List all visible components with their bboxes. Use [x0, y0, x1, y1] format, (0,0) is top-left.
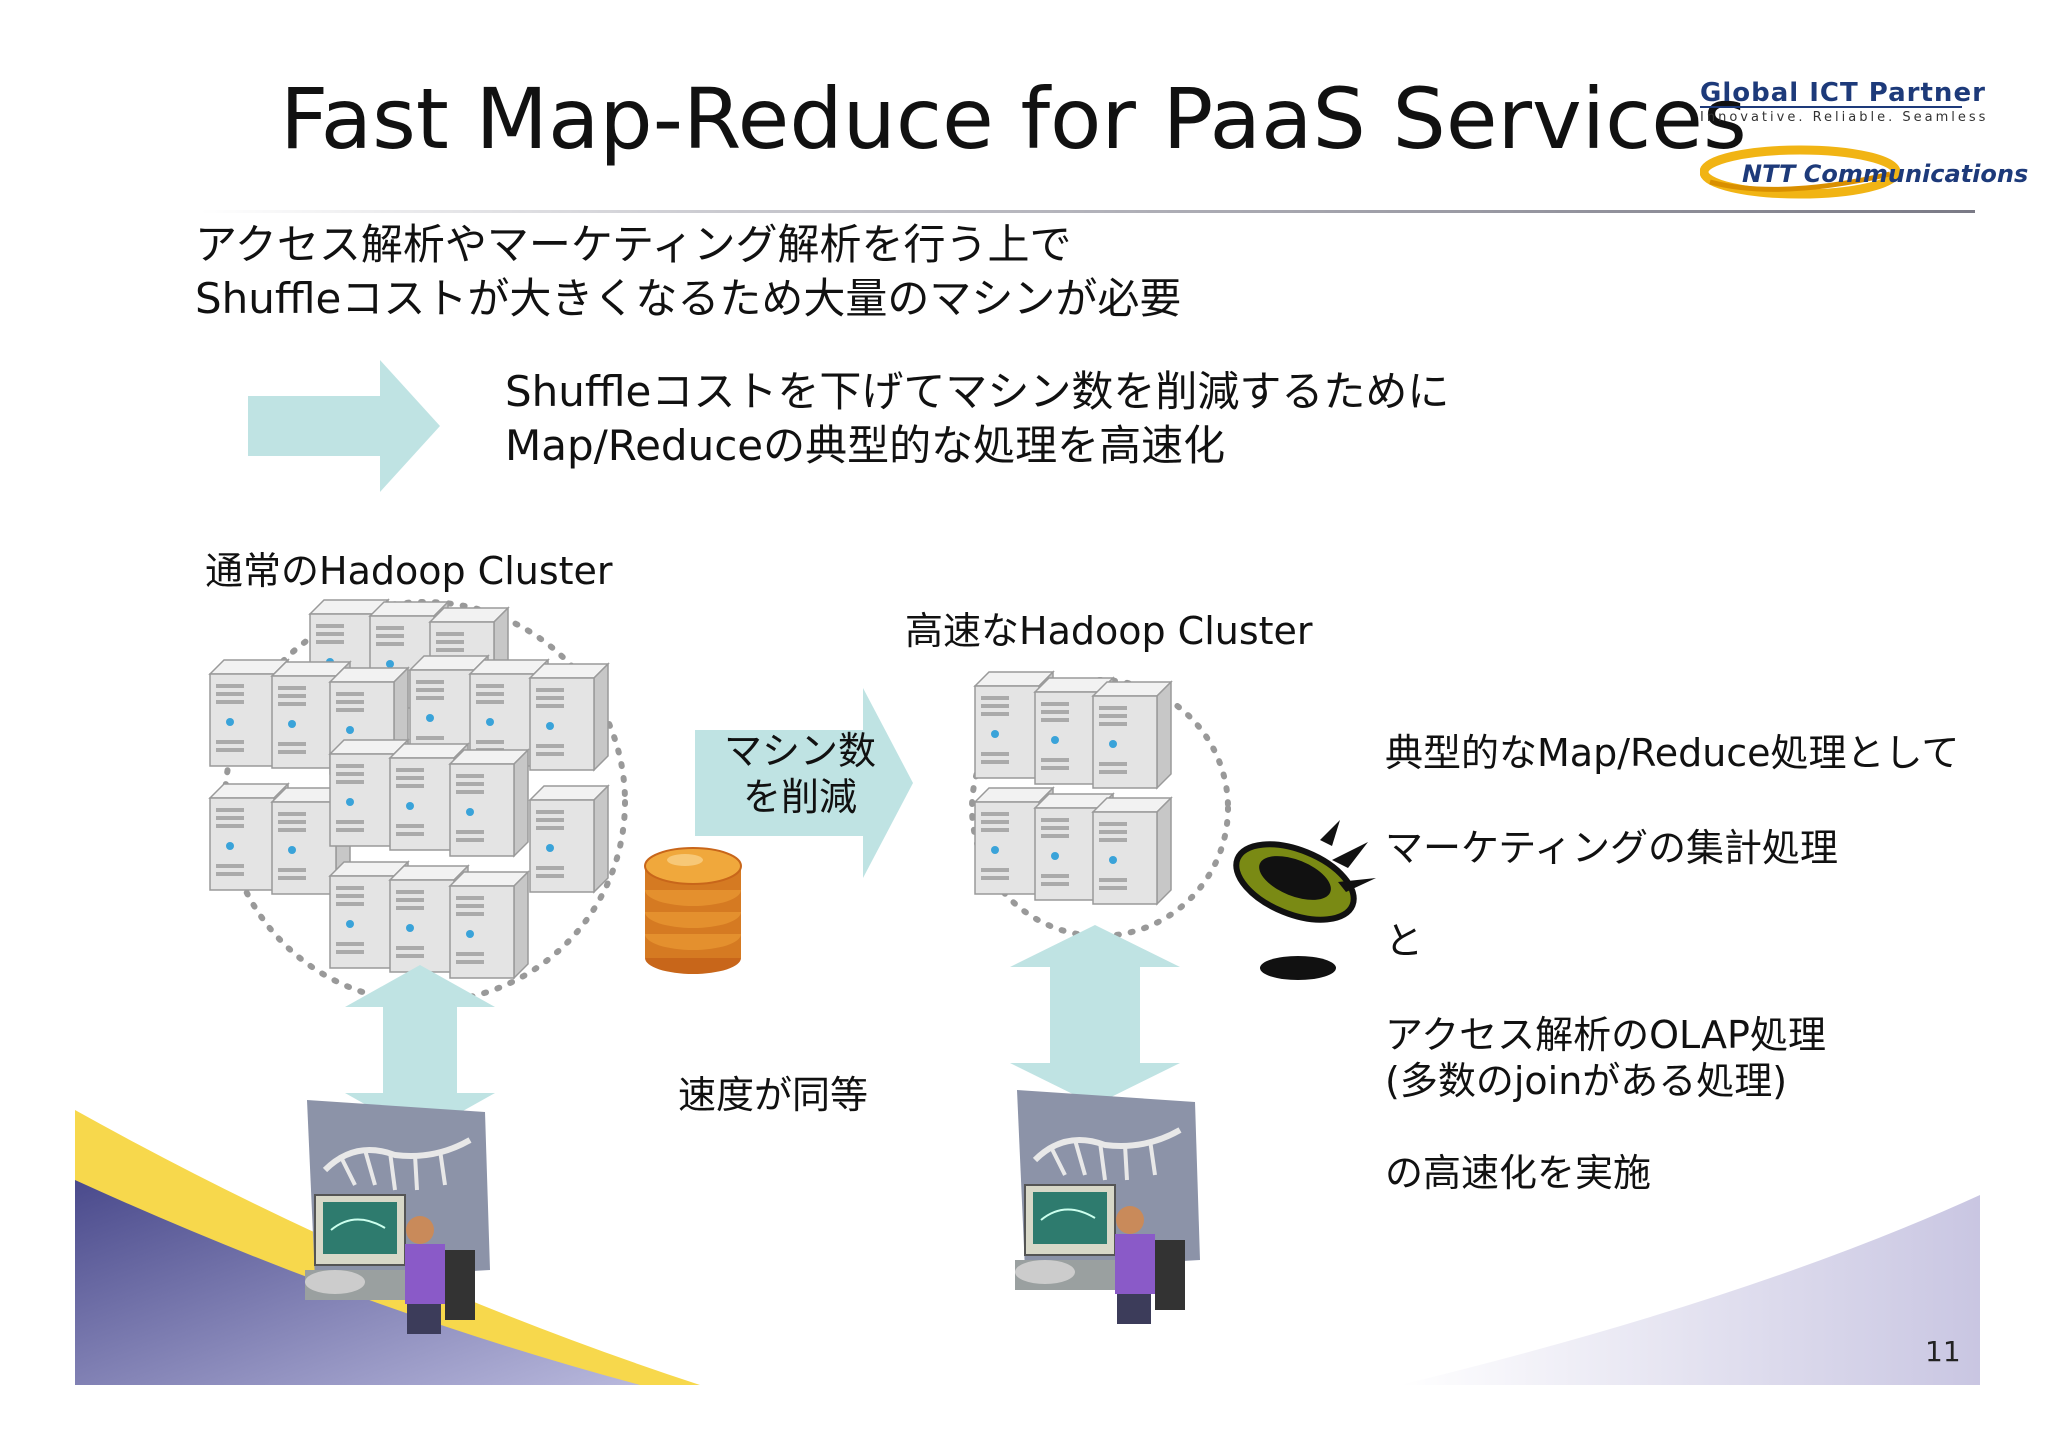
solution-line-1: Shuffleコストを下げてマシン数を削減するために	[505, 367, 1450, 416]
right-double-arrow-icon	[1010, 925, 1180, 1105]
right-line-2: マーケティングの集計処理	[1385, 826, 1838, 870]
coin-stack-icon	[644, 847, 742, 974]
normal-cluster-diagram	[209, 599, 628, 1005]
logo-tagline: Global ICT Partner	[1700, 78, 1986, 108]
right-line-5: (多数のjoinがある処理)	[1385, 1059, 1788, 1103]
ntt-logo-icon	[1700, 145, 1901, 199]
intro-text: アクセス解析やマーケティング解析を行う上で Shuffleコストが大きくなるため…	[195, 218, 1181, 326]
flying-coin-icon	[1233, 820, 1376, 980]
reduce-arrow-icon	[695, 688, 913, 878]
left-purple-sweep	[75, 1180, 640, 1385]
logo-subtagline: Innovative. Reliable. Seamless	[1700, 110, 1989, 125]
same-speed-label: 速度が同等	[678, 1073, 869, 1117]
right-researcher-icon	[1015, 1090, 1200, 1324]
page-title: Fast Map-Reduce for PaaS Services	[280, 70, 1747, 168]
reduce-machines-label: マシン数 を削減	[690, 728, 910, 820]
solution-text: Shuffleコストを下げてマシン数を削減するために Map/Reduceの典型…	[505, 365, 1449, 473]
title-divider	[200, 210, 1975, 213]
reduce-label-line-1: マシン数	[723, 729, 876, 773]
right-line-6: の高速化を実施	[1385, 1151, 1652, 1195]
left-double-arrow-icon	[345, 965, 495, 1135]
logo-underline	[1700, 106, 1962, 108]
solution-line-2: Map/Reduceの典型的な処理を高速化	[505, 421, 1226, 470]
right-lavender-sweep	[1400, 1195, 1980, 1385]
left-researcher-icon	[305, 1100, 490, 1334]
right-line-1: 典型的なMap/Reduce処理として	[1385, 731, 1960, 775]
solution-arrow-icon	[248, 360, 440, 492]
normal-cluster-label: 通常のHadoop Cluster	[205, 549, 613, 593]
fast-cluster-label: 高速なHadoop Cluster	[905, 609, 1313, 653]
page-number: 11	[1925, 1335, 1961, 1368]
intro-line-1: アクセス解析やマーケティング解析を行う上で	[195, 220, 1072, 269]
right-line-3: と	[1385, 919, 1424, 963]
logo-brand: NTT Communications	[1742, 160, 2029, 188]
reduce-label-line-2: を削減	[742, 775, 857, 819]
intro-line-2: Shuffleコストが大きくなるため大量のマシンが必要	[195, 274, 1182, 323]
right-line-4: アクセス解析のOLAP処理	[1385, 1013, 1826, 1057]
